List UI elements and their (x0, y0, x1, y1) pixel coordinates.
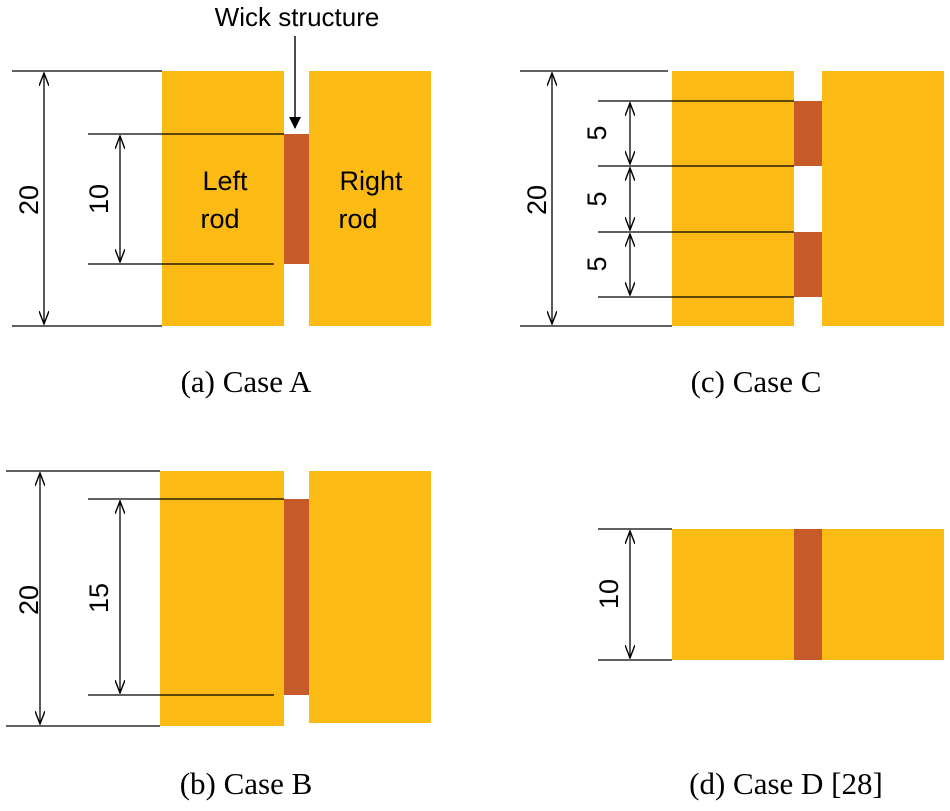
case-c-caption: (c) Case C (691, 364, 822, 399)
left-rod-label: rod (200, 204, 239, 234)
case-b-caption: (b) Case B (180, 766, 313, 801)
case-a-dim-total-label: 20 (14, 185, 44, 215)
case-b-dim-total-label: 20 (14, 585, 44, 615)
case-a-left-rod (162, 71, 284, 326)
case-a-right-rod (309, 71, 431, 326)
case-c-dim-total-label: 20 (522, 185, 552, 215)
case-c-wick-upper (794, 101, 822, 166)
case-d-caption: (d) Case D [28] (689, 766, 883, 801)
case-b-right-rod (309, 471, 431, 723)
right-rod-label: Right (339, 166, 403, 196)
case-d-left-rod (672, 529, 794, 660)
left-rod-label: Left (202, 166, 248, 196)
wick-structure-label: Wick structure (215, 2, 380, 32)
case-a-dim-wick-label: 10 (84, 184, 114, 214)
case-c-panel: 20 5 5 5 (c) Case C (520, 70, 944, 399)
case-a-panel: 20 10 Wick structure Left rod Right rod … (12, 2, 431, 399)
case-d-dim-wick-label: 10 (594, 579, 624, 609)
case-a-wick (284, 134, 309, 264)
case-c-wick-lower (794, 232, 822, 297)
case-b-left-rod (160, 471, 284, 726)
case-b-panel: 20 15 (b) Case B (6, 470, 431, 801)
case-c-dim-seg3-label: 5 (582, 256, 612, 271)
case-a-caption: (a) Case A (181, 364, 312, 399)
case-b-wick (284, 499, 309, 695)
case-c-dim-seg2-label: 5 (582, 191, 612, 206)
case-b-dim-wick-label: 15 (84, 583, 114, 613)
case-d-panel: 10 (d) Case D [28] (594, 528, 944, 801)
case-c-dim-seg1-label: 5 (582, 125, 612, 140)
right-rod-label: rod (338, 204, 377, 234)
case-c-right-rod (822, 71, 944, 326)
case-d-right-rod (822, 529, 944, 660)
case-d-wick (794, 529, 822, 660)
case-c-left-rod (672, 71, 794, 326)
